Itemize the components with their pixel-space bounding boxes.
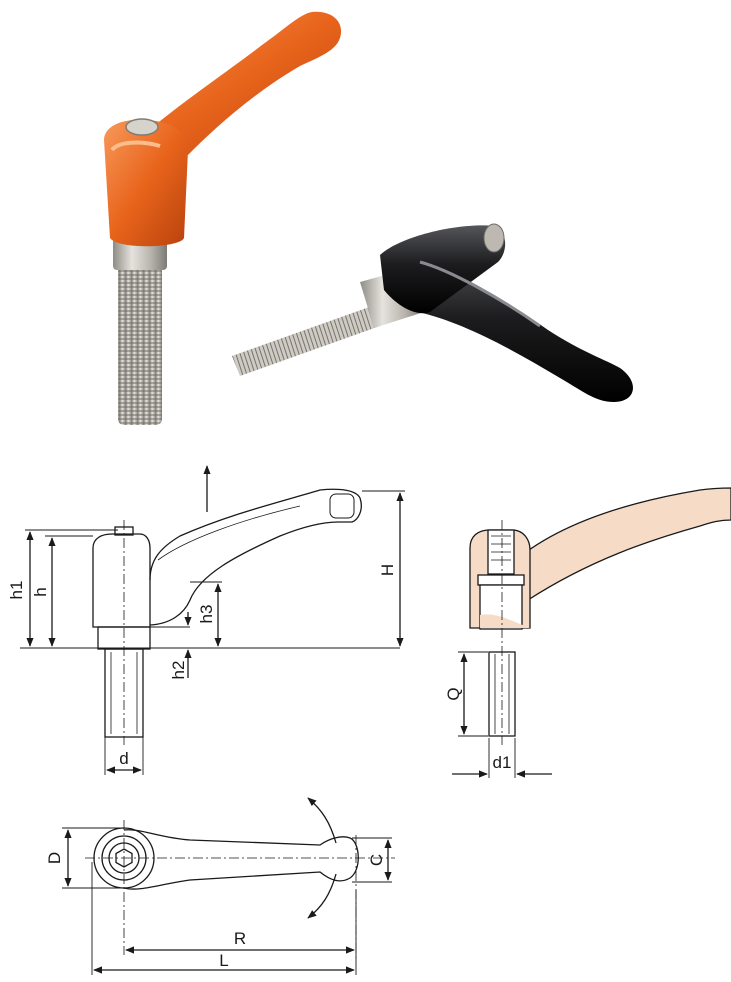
top-view-lever-arm	[123, 829, 359, 890]
label-H: H	[378, 564, 397, 576]
black-handle-screw-head	[483, 223, 505, 253]
orange-lever-arm	[128, 11, 342, 159]
label-d: d	[119, 749, 128, 768]
black-handle-threaded-stud	[232, 306, 380, 376]
section-view-drawing	[452, 487, 731, 778]
label-h1: h1	[7, 581, 26, 600]
side-view-drawing	[20, 465, 405, 775]
label-R: R	[234, 929, 246, 948]
orange-lever-hub	[104, 119, 189, 247]
rotation-arrow-down	[307, 873, 337, 919]
rotation-arrow-up	[307, 797, 337, 844]
label-d1: d1	[493, 753, 512, 772]
label-L: L	[219, 951, 228, 970]
orange-handle-screw-head	[125, 118, 159, 136]
label-D: D	[45, 852, 64, 864]
hex-socket-icon	[115, 848, 133, 868]
label-h3: h3	[197, 605, 216, 624]
section-view-lever-arm	[509, 487, 731, 601]
side-view-arm-tip	[329, 493, 355, 519]
label-h: h	[31, 587, 50, 596]
label-C: C	[367, 854, 386, 866]
orange-hub-highlight	[110, 140, 161, 152]
black-arm-highlight	[419, 260, 541, 328]
side-view-hub	[92, 533, 151, 628]
orange-handle-threaded-stud	[118, 265, 162, 425]
section-view-serrated-ring	[477, 574, 525, 586]
label-h2: h2	[169, 661, 188, 680]
orange-adjustable-handle-photo	[104, 11, 342, 425]
black-adjustable-handle-photo	[232, 223, 633, 402]
label-Q: Q	[444, 687, 463, 700]
top-view-drawing	[62, 797, 395, 975]
side-view-lever-arm	[149, 488, 362, 626]
